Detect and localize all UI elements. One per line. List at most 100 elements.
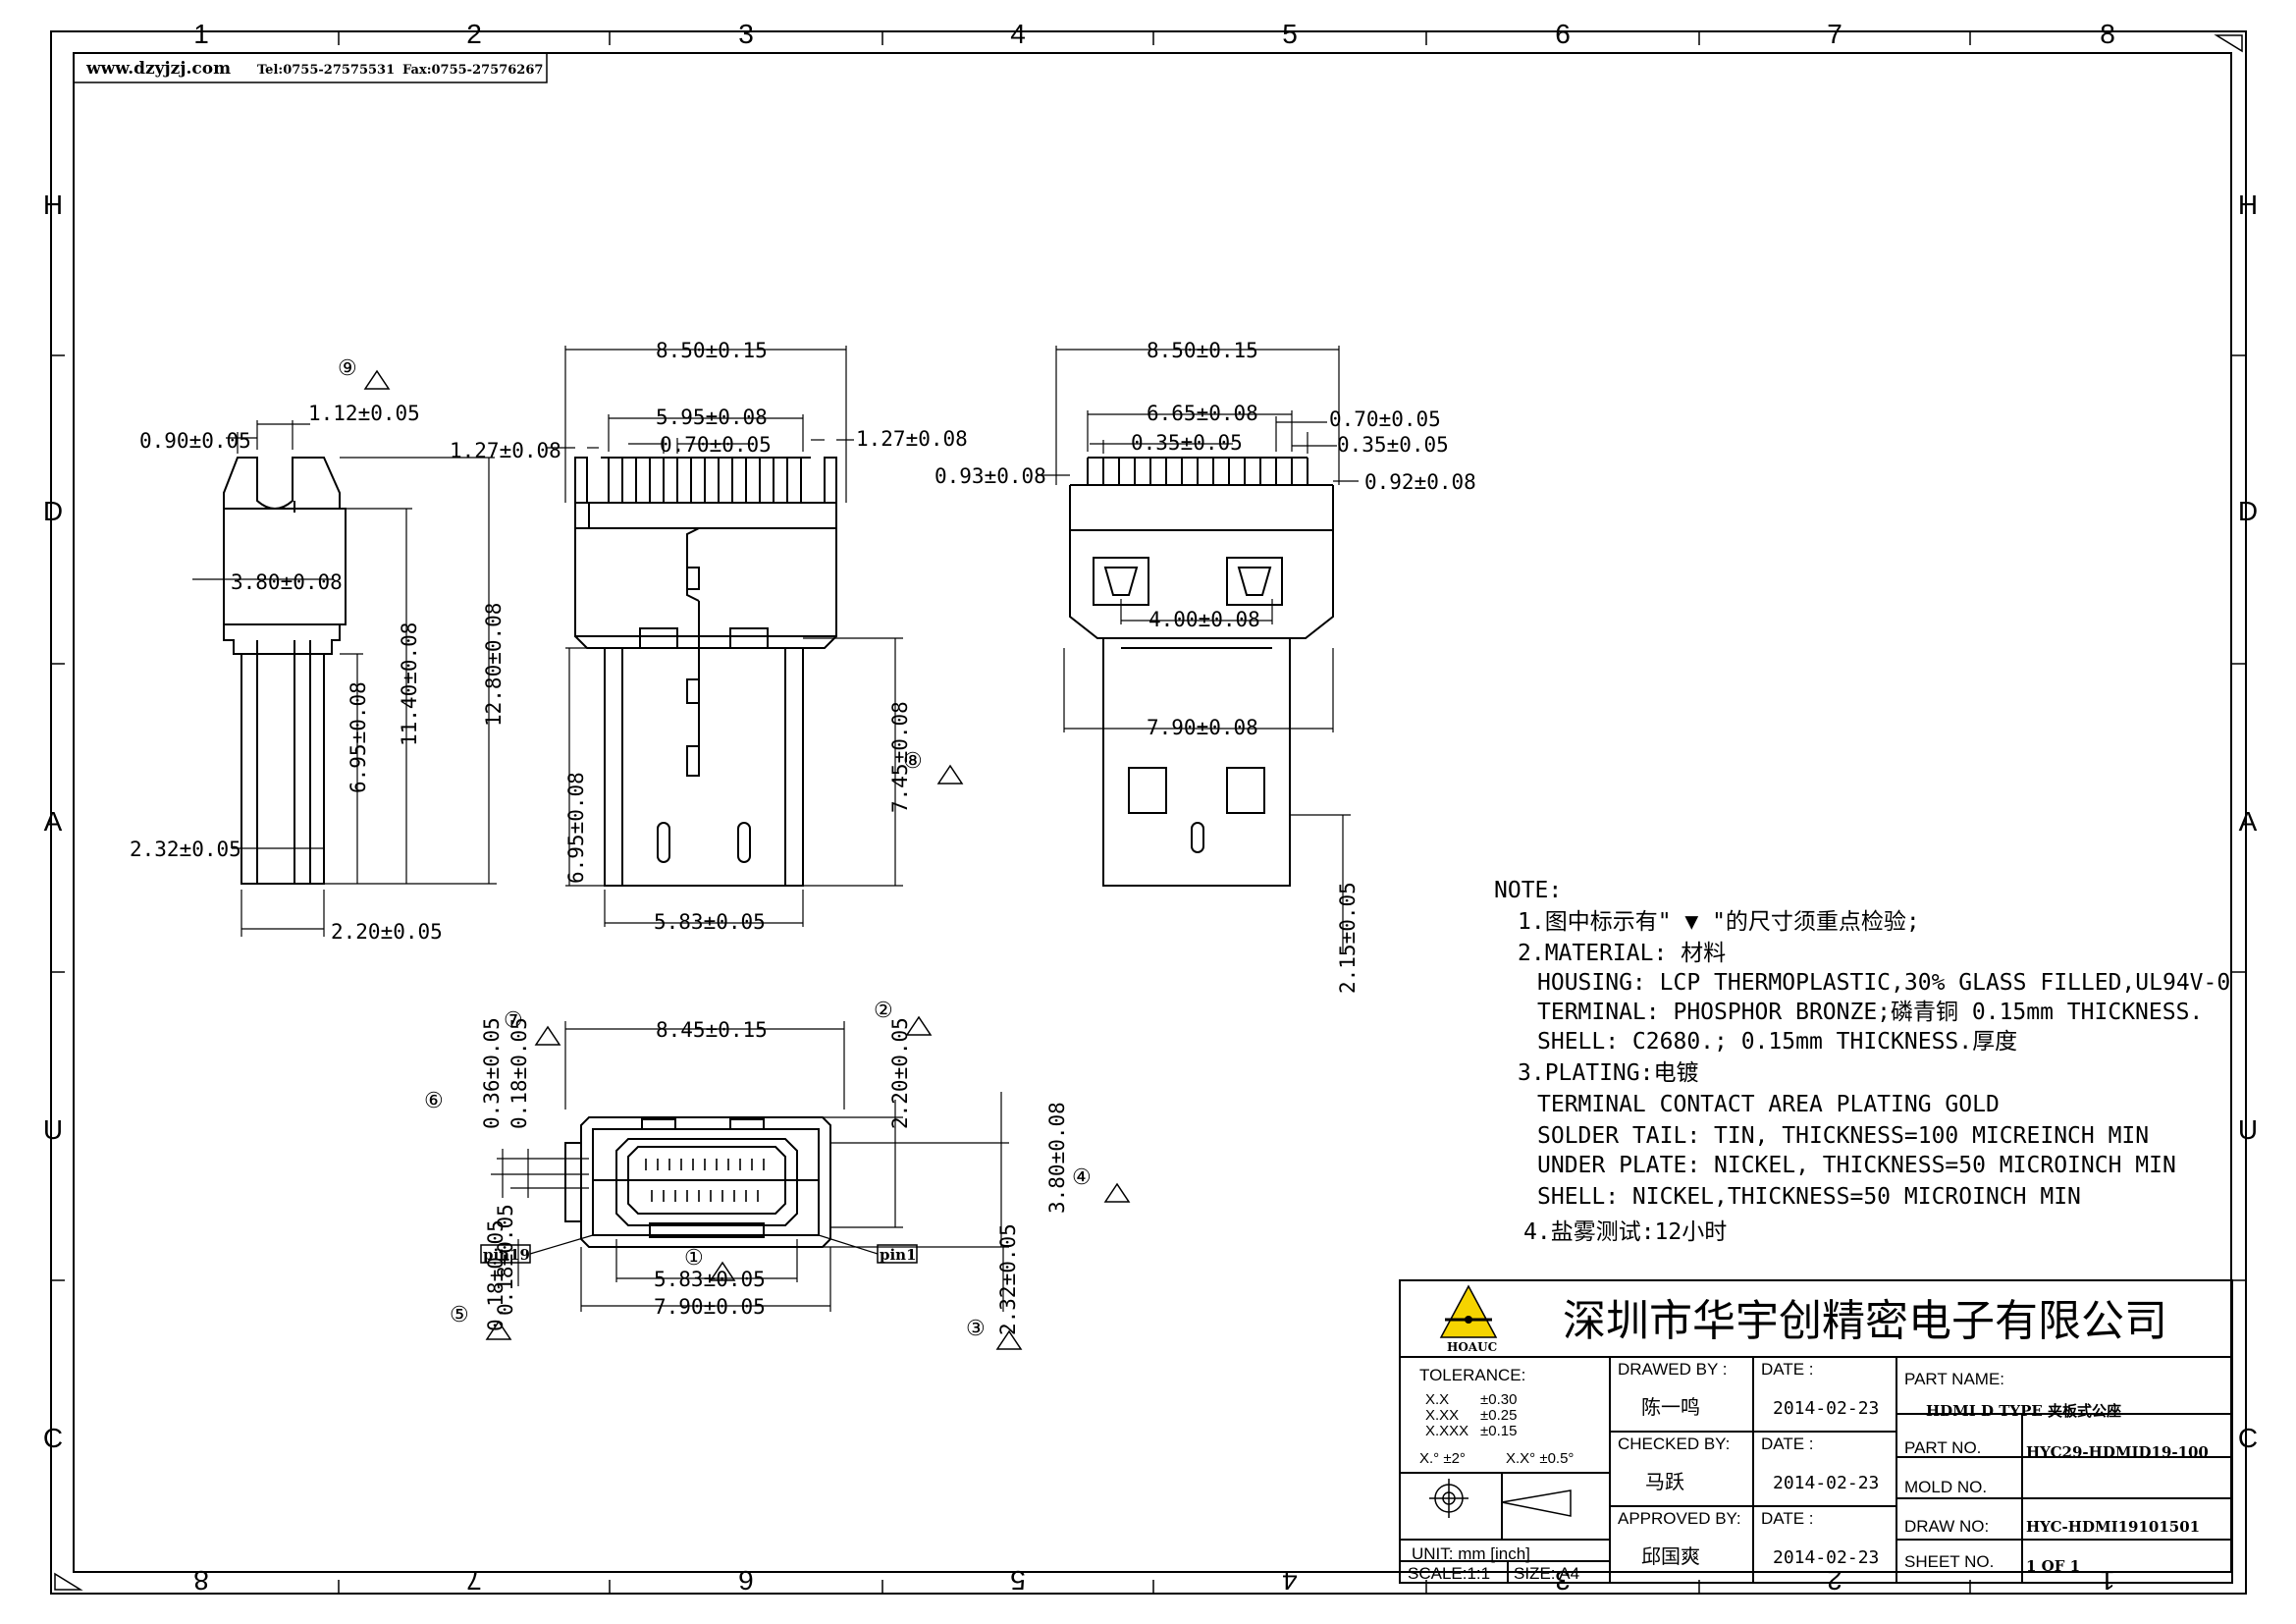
note-line: 2.MATERIAL: 材料 [1518,941,1726,966]
dim-end-e: 0.18±0.05 [494,1204,517,1316]
approved-by-value: 邱国爽 [1641,1545,1700,1568]
date-value: 2014-02-23 [1773,1398,1879,1419]
callout-3: ③ [966,1317,986,1341]
note-line: 4.盐雾测试:12小时 [1523,1219,1727,1245]
dim-end-h: 2.32±0.05 [996,1223,1020,1335]
dim-front-pitch: 5.95±0.08 [656,406,768,429]
signoff-block: DRAWED BY : 陈一鸣 CHECKED BY: 马跃 APPROVED … [1618,1360,1879,1568]
notes-heading: NOTE: [1494,878,1562,903]
tol-angle-1: X.° ±2° [1419,1450,1466,1467]
draw-no-value: HYC-HDMI19101501 [2026,1518,2200,1536]
dim-side-h1: 6.95±0.08 [347,681,370,793]
end-view-labels: 8.45±0.15 0.36±0.05 0.18±0.05 2.20±0.05 … [480,1017,1069,1335]
inspect-triangle-icon [363,369,391,390]
row-label: U [2238,1114,2258,1145]
callout-9: ⑨ [338,356,357,381]
tol-angle-2: X.X° ±0.5° [1506,1450,1574,1467]
dim-end-d: 3.80±0.08 [1045,1102,1069,1214]
inspect-triangle-icon [1103,1182,1131,1203]
scale-label: SCALE:1:1 [1408,1564,1490,1583]
date-value: 2014-02-23 [1773,1547,1879,1568]
part-no-value: HYC29-HDMID19-100 [2026,1443,2209,1461]
dim-end-e2: 0.18±0.05 [484,1219,507,1331]
tol-value: ±0.30 [1480,1391,1517,1408]
dim-side-left: 0.90±0.05 [139,429,251,453]
col-label-bottom: 6 [738,1565,754,1596]
dim-front-edge-r: 1.27±0.08 [856,427,968,451]
callout-7: ⑦ [504,1008,523,1033]
row-label: A [44,806,63,837]
callout-2: ② [874,999,893,1023]
date-label: DATE : [1761,1360,1814,1379]
col-label: 7 [1827,19,1842,49]
col-label-bottom: 8 [193,1565,209,1596]
dim-back-pin-r2: 0.35±0.05 [1337,433,1449,457]
dim-back-w: 8.50±0.15 [1147,339,1258,362]
dim-back-edge-l: 0.93±0.08 [934,464,1046,488]
col-label: 1 [193,19,209,49]
inspect-triangle-icon [709,1261,736,1281]
dim-end-f: 5.83±0.05 [654,1268,766,1291]
date-label: DATE : [1761,1435,1814,1453]
checked-by-value: 马跃 [1645,1471,1684,1493]
col-label-bottom: 4 [1282,1565,1298,1596]
inspect-triangles [485,1015,1131,1350]
drawed-by-label: DRAWED BY : [1618,1360,1727,1379]
row-label: H [43,189,63,220]
callout-1: ① [684,1246,704,1271]
col-label-bottom: 7 [466,1565,482,1596]
dim-side-width: 2.20±0.05 [331,920,443,944]
row-label: C [43,1423,63,1453]
tol-value: ±0.25 [1480,1407,1517,1424]
tol-key: X.XX [1425,1407,1459,1424]
part-name-value: HDMI D TYPE 夹板式公座 [1926,1402,2121,1420]
mold-no-label: MOLD NO. [1904,1478,1987,1496]
part-name-label: PART NAME: [1904,1370,2004,1388]
dim-end-g: 7.90±0.05 [654,1295,766,1319]
row-label: U [43,1114,63,1145]
sheet-no-label: SHEET NO. [1904,1552,1994,1571]
note-line: TERMINAL: PHOSPHOR BRONZE;磷青铜 0.15mm THI… [1537,1000,2203,1025]
dim-side-h3: 12.80±0.08 [482,603,506,727]
tel-text: Tel:0755-27575531 [257,63,395,78]
end-view [564,1116,831,1248]
dim-end-w: 8.45±0.15 [656,1018,768,1042]
side-view-dims [192,420,497,937]
note-line: HOUSING: LCP THERMOPLASTIC,30% GLASS FIL… [1537,970,2230,996]
dim-back-gap: 4.00±0.08 [1148,608,1260,631]
row-label: A [2239,806,2258,837]
projection-symbol-icon [1429,1479,1572,1518]
dim-back-body: 7.90±0.08 [1147,716,1258,739]
row-label: H [2238,189,2258,220]
note-line: TERMINAL CONTACT AREA PLATING GOLD [1537,1092,2000,1117]
back-view-dims [1037,346,1359,952]
col-label: 3 [738,19,754,49]
col-label: 8 [2100,19,2115,49]
sheet-no-value: 1 OF 1 [2026,1557,2080,1575]
tol-key: X.XXX [1425,1423,1468,1439]
dim-side-inner: 3.80±0.08 [231,570,343,594]
row-label: D [2238,496,2258,526]
dim-front-edge-l: 1.27±0.08 [450,439,561,462]
back-view [1069,484,1334,887]
company-logo: HOAUC [1439,1284,1498,1354]
dim-front-pin: 0.70±0.05 [660,433,772,457]
note-line: 1.图中标示有" ▼ "的尺寸须重点检验; [1518,909,1920,935]
dim-side-bottom-h: 2.32±0.05 [130,838,241,861]
inspect-triangle-icon [936,764,964,785]
company-name: 深圳市华宇创精密电子有限公司 [1563,1297,2167,1345]
pin1-label: pin1 [880,1246,917,1264]
date-label: DATE : [1761,1509,1814,1528]
header-box: www.dzyjzj.com Tel:0755-27575531 Fax:075… [73,52,548,83]
dim-back-tail: 2.15±0.05 [1336,882,1360,994]
inspect-triangle-icon [534,1025,561,1046]
tol-value: ±0.15 [1480,1423,1517,1439]
back-view-labels: 8.50±0.15 6.65±0.08 0.70±0.05 0.35±0.05 … [934,339,1476,994]
dim-front-h-l: 6.95±0.08 [564,772,588,884]
dim-front-bottom: 5.83±0.05 [654,910,766,934]
col-label: 2 [466,19,482,49]
dim-back-pin-r: 0.70±0.05 [1329,407,1441,431]
col-label-bottom: 5 [1010,1565,1026,1596]
website-text: www.dzyjzj.com [85,59,231,79]
